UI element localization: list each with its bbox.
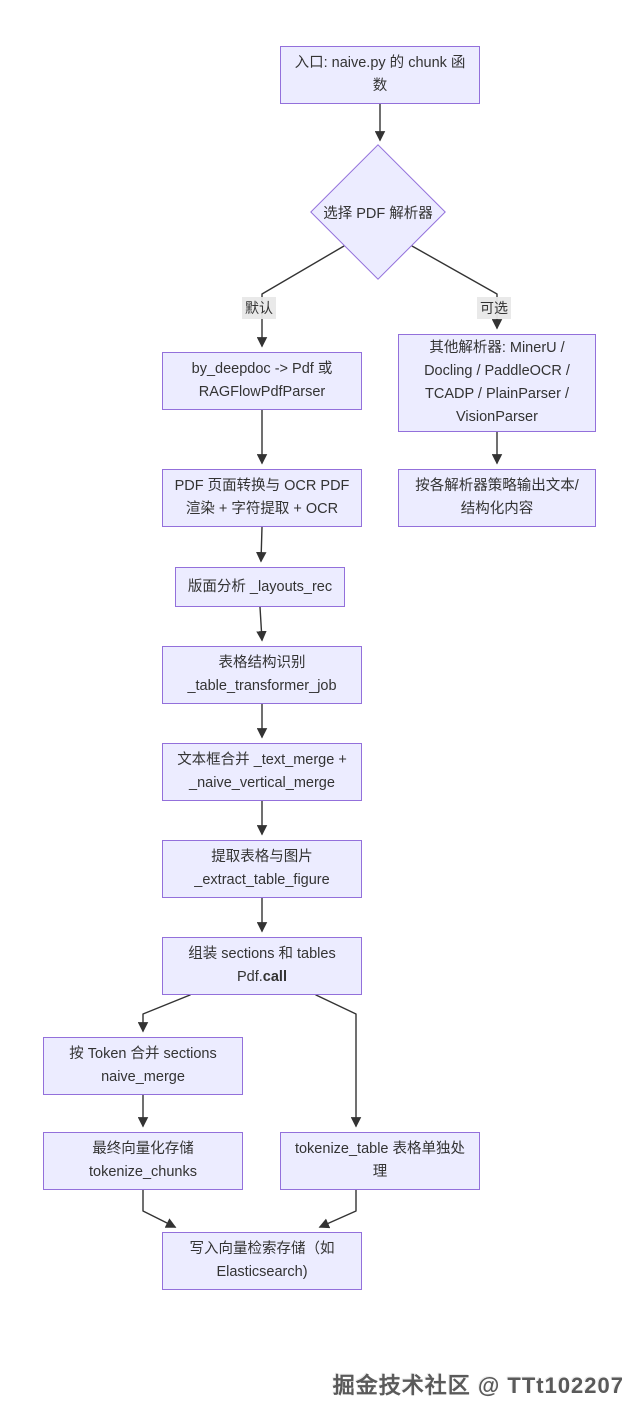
node-tokenize-table-label: tokenize_table 表格单独处理 bbox=[294, 1141, 466, 1180]
node-decision-label: 选择 PDF 解析器 bbox=[323, 205, 433, 222]
node-tokenize-chunks: 最终向量化存储 tokenize_chunks bbox=[43, 1132, 243, 1190]
watermark-text: 掘金技术社区 @ TTt102207 bbox=[332, 1373, 624, 1398]
node-decision: 选择 PDF 解析器 bbox=[308, 196, 448, 228]
node-other-output: 按各解析器策略输出文本/结构化内容 bbox=[398, 469, 596, 527]
edge-label-optional: 可选 bbox=[477, 297, 511, 319]
node-pdf-ocr-label: PDF 页面转换与 OCR PDF 渲染 + 字符提取 + OCR bbox=[174, 478, 350, 517]
edge-assemble-to-naive-merge bbox=[137, 994, 191, 1033]
node-tokenize-table: tokenize_table 表格单独处理 bbox=[280, 1132, 480, 1190]
node-other-output-label: 按各解析器策略输出文本/结构化内容 bbox=[415, 478, 579, 517]
node-layouts-rec-label: 版面分析 _layouts_rec bbox=[187, 578, 333, 595]
node-table-transformer-label: 表格结构识别 _table_transformer_job bbox=[187, 655, 337, 694]
node-layouts-rec: 版面分析 _layouts_rec bbox=[175, 567, 345, 607]
edge-tokenize-chunks-to-store bbox=[142, 1189, 177, 1228]
node-naive-merge-label: 按 Token 合并 sections naive_merge bbox=[69, 1046, 217, 1085]
edge-layouts-to-table-transformer bbox=[256, 606, 267, 642]
node-entry: 入口: naive.py 的 chunk 函数 bbox=[280, 46, 480, 104]
node-assemble-line2-bold: call bbox=[262, 969, 287, 985]
node-extract-table-figure: 提取表格与图片 _extract_table_figure bbox=[162, 840, 362, 898]
node-extract-table-figure-label: 提取表格与图片 _extract_table_figure bbox=[194, 849, 330, 888]
node-tokenize-chunks-label: 最终向量化存储 tokenize_chunks bbox=[88, 1141, 197, 1180]
node-text-merge-label: 文本框合并 _text_merge + _naive_vertical_merg… bbox=[177, 752, 347, 791]
node-text-merge: 文本框合并 _text_merge + _naive_vertical_merg… bbox=[162, 743, 362, 801]
node-vector-store-label: 写入向量检索存储（如 Elasticsearch) bbox=[189, 1241, 335, 1280]
node-table-transformer: 表格结构识别 _table_transformer_job bbox=[162, 646, 362, 704]
edge-label-default: 默认 bbox=[242, 297, 276, 319]
node-deepdoc-label: by_deepdoc -> Pdf 或 RAGFlowPdfParser bbox=[191, 361, 333, 400]
edge-pdf-ocr-to-layouts bbox=[256, 526, 267, 563]
edge-decision-to-deepdoc bbox=[256, 245, 345, 348]
node-entry-label: 入口: naive.py 的 chunk 函数 bbox=[294, 55, 466, 94]
node-vector-store: 写入向量检索存储（如 Elasticsearch) bbox=[162, 1232, 362, 1290]
edge-tokenize-table-to-store bbox=[318, 1189, 357, 1229]
node-other-parsers-label: 其他解析器: MinerU / Docling / PaddleOCR / TC… bbox=[424, 340, 570, 425]
node-assemble-label: 组装 sections 和 tables Pdf.call bbox=[188, 943, 335, 989]
node-other-parsers: 其他解析器: MinerU / Docling / PaddleOCR / TC… bbox=[398, 334, 596, 432]
node-naive-merge: 按 Token 合并 sections naive_merge bbox=[43, 1037, 243, 1095]
node-deepdoc: by_deepdoc -> Pdf 或 RAGFlowPdfParser bbox=[162, 352, 362, 410]
node-assemble-line1: 组装 sections 和 tables bbox=[188, 946, 336, 963]
node-assemble: 组装 sections 和 tables Pdf.call bbox=[162, 937, 362, 995]
node-pdf-ocr: PDF 页面转换与 OCR PDF 渲染 + 字符提取 + OCR bbox=[162, 469, 362, 527]
edge-assemble-to-tokenize-table bbox=[315, 994, 362, 1128]
node-assemble-line2-prefix: Pdf. bbox=[237, 969, 263, 985]
